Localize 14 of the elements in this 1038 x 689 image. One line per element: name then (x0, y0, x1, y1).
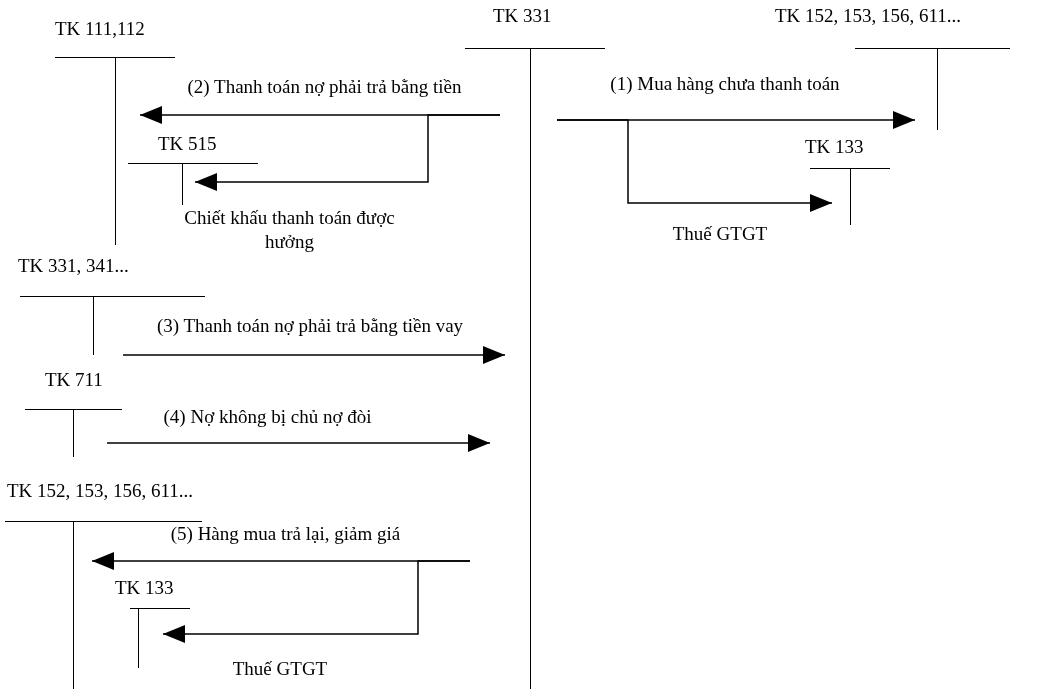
account-name: TK 515 (158, 133, 217, 155)
account-name: TK 711 (45, 369, 103, 391)
account-name: TK 152, 153, 156, 611... (775, 5, 962, 27)
account-name: TK 111,112 (55, 18, 145, 40)
arrow (106, 434, 491, 452)
arrow (122, 346, 506, 364)
arrow (556, 119, 833, 212)
account-name: TK 133 (115, 577, 174, 599)
account-name: TK 152, 153, 156, 611... (7, 480, 194, 502)
arrow (162, 560, 471, 643)
arrow (194, 114, 501, 191)
account-name: TK 133 (805, 136, 864, 158)
account-name: TK 331 (493, 5, 552, 27)
account-name: TK 331, 341... (18, 255, 129, 277)
